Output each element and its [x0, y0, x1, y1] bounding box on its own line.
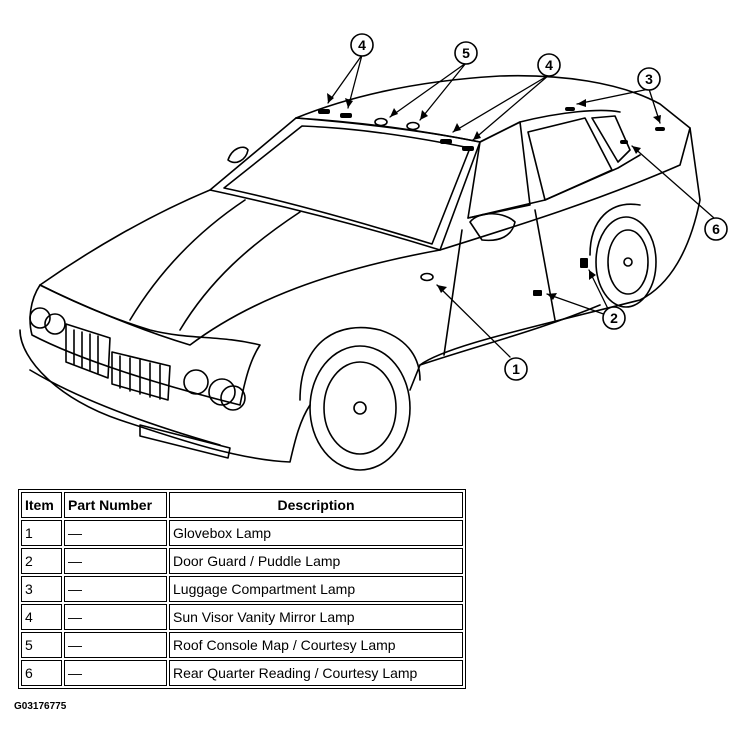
cell-description: Roof Console Map / Courtesy Lamp — [169, 632, 463, 658]
parts-table: Item Part Number Description 1 — Glovebo… — [18, 489, 466, 689]
cell-description: Glovebox Lamp — [169, 520, 463, 546]
rear-wheel — [595, 216, 657, 308]
cell-part-number: — — [64, 632, 167, 658]
cell-description: Luggage Compartment Lamp — [169, 576, 463, 602]
hood-crease-2 — [179, 211, 301, 331]
table-row: 6 — Rear Quarter Reading / Courtesy Lamp — [21, 660, 463, 686]
header-item: Item — [21, 492, 62, 518]
callout-label: 5 — [462, 45, 470, 61]
body-side — [409, 127, 701, 391]
rocker-panel — [419, 304, 601, 366]
callout-6: 6 — [704, 217, 728, 241]
header-description: Description — [169, 492, 463, 518]
front-door-window — [467, 121, 531, 219]
callout-label: 3 — [645, 71, 653, 87]
cell-item: 4 — [21, 604, 62, 630]
roof-outline — [295, 74, 691, 129]
callout-4-right: 4 — [537, 53, 561, 77]
cell-part-number: — — [64, 604, 167, 630]
table-row: 5 — Roof Console Map / Courtesy Lamp — [21, 632, 463, 658]
beltline — [467, 154, 641, 219]
front-fascia — [29, 284, 261, 406]
callout-5: 5 — [454, 41, 478, 65]
front-wheel — [309, 345, 411, 471]
callout-3: 3 — [637, 67, 661, 91]
cell-part-number: — — [64, 576, 167, 602]
callout-label: 2 — [610, 310, 618, 326]
hood-crease-1 — [129, 199, 246, 321]
lamp-markers — [318, 107, 665, 296]
callout-2: 2 — [602, 306, 626, 330]
cell-part-number: — — [64, 520, 167, 546]
table-header-row: Item Part Number Description — [21, 492, 463, 518]
door-line-rear — [534, 209, 556, 321]
windshield-inner — [223, 125, 471, 245]
header-part-number: Part Number — [64, 492, 167, 518]
cell-part-number: — — [64, 548, 167, 574]
table-row: 4 — Sun Visor Vanity Mirror Lamp — [21, 604, 463, 630]
cell-item: 5 — [21, 632, 62, 658]
cell-item: 1 — [21, 520, 62, 546]
callout-label: 4 — [358, 37, 366, 53]
arrow-heads — [327, 93, 661, 300]
table-row: 1 — Glovebox Lamp — [21, 520, 463, 546]
cell-description: Rear Quarter Reading / Courtesy Lamp — [169, 660, 463, 686]
headlamps — [29, 307, 246, 411]
table-row: 3 — Luggage Compartment Lamp — [21, 576, 463, 602]
hood — [39, 189, 441, 346]
glovebox-lamp-marker — [420, 272, 434, 282]
cell-item: 2 — [21, 548, 62, 574]
side-mirror — [469, 212, 516, 242]
windshield — [209, 117, 481, 251]
callout-4-left: 4 — [350, 33, 374, 57]
front-grille — [65, 323, 171, 401]
car-line-drawing: 4 5 4 3 6 2 1 — [19, 33, 728, 471]
front-wheel-arch — [299, 326, 421, 401]
callout-label: 1 — [512, 361, 520, 377]
lower-intake — [139, 424, 231, 459]
bumper-line — [29, 369, 221, 446]
callout-1: 1 — [504, 357, 528, 381]
car-illustration: 4 5 4 3 6 2 1 — [19, 33, 728, 471]
table-row: 2 — Door Guard / Puddle Lamp — [21, 548, 463, 574]
cell-part-number: — — [64, 660, 167, 686]
callout-label: 4 — [545, 57, 553, 73]
quarter-window — [591, 115, 631, 163]
cell-description: Door Guard / Puddle Lamp — [169, 548, 463, 574]
cell-item: 3 — [21, 576, 62, 602]
rear-wheel-arch — [589, 203, 641, 256]
figure-id: G03176775 — [14, 701, 67, 712]
cell-description: Sun Visor Vanity Mirror Lamp — [169, 604, 463, 630]
front-bumper — [19, 329, 311, 463]
callout-label: 6 — [712, 221, 720, 237]
rear-mirror-far — [227, 146, 249, 164]
cell-item: 6 — [21, 660, 62, 686]
door-line-front — [443, 229, 463, 356]
